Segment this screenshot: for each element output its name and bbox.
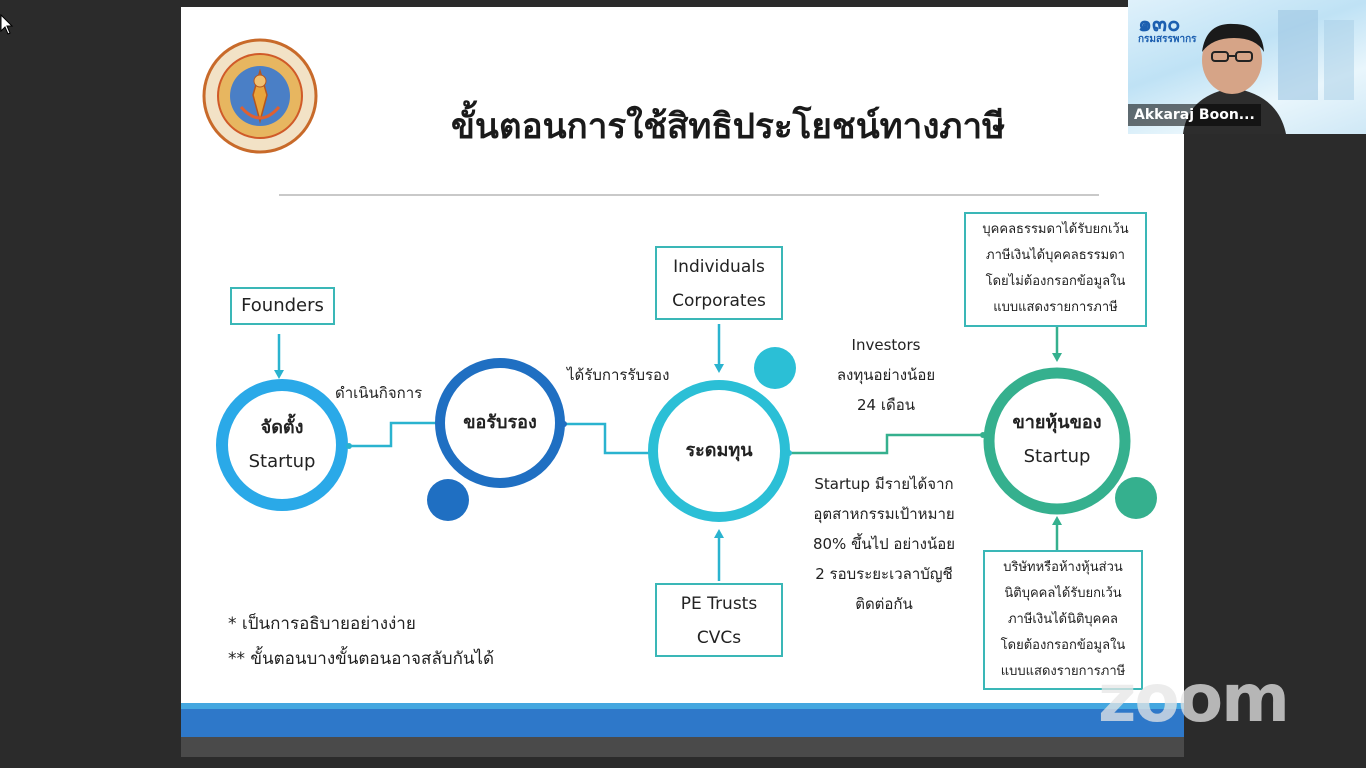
slide-title: ขั้นตอนการใช้สิทธิประโยชน์ทางภาษี bbox=[451, 107, 1006, 147]
node-setup: จัดตั้ง Startup bbox=[222, 411, 342, 479]
investors-top-line2: Corporates bbox=[672, 291, 766, 311]
label-revenue-line3: 80% ขึ้นไป อย่างน้อย bbox=[812, 535, 956, 553]
org-mark: ๑๓๐ bbox=[1138, 12, 1181, 37]
investors-bottom-line2: CVCs bbox=[696, 628, 742, 648]
corporate-exempt-box: บริษัทหรือห้างหุ้นส่วน นิติบุคคลได้รับยก… bbox=[983, 550, 1143, 690]
node-certify: ขอรับรอง bbox=[463, 412, 537, 433]
org-name: กรมสรรพากร bbox=[1138, 34, 1197, 45]
label-investors-line2: ลงทุนอย่างน้อย bbox=[836, 366, 936, 384]
individual-exempt-line3: โดยไม่ต้องกรอกข้อมูลใน bbox=[985, 274, 1126, 289]
label-revenue-line5: ติดต่อกัน bbox=[855, 595, 913, 613]
node-setup-line2: Startup bbox=[248, 451, 316, 472]
label-revenue: Startup มีรายได้จาก อุตสาหกรรมเป้าหมาย 8… bbox=[799, 469, 969, 619]
participant-video-tile[interactable]: ๑๓๐ กรมสรรพากร Akkaraj Boon... bbox=[1128, 0, 1366, 134]
label-certified: ได้รับการรับรอง bbox=[567, 366, 670, 384]
decor-dot-teal bbox=[1115, 477, 1157, 519]
investors-bottom-line1: PE Trusts bbox=[680, 594, 758, 614]
label-revenue-line4: 2 รอบระยะเวลาบัญชี bbox=[815, 565, 953, 583]
label-investors: Investors ลงทุนอย่างน้อย 24 เดือน bbox=[821, 330, 951, 420]
label-revenue-line2: อุตสาหกรรมเป้าหมาย bbox=[813, 505, 955, 523]
label-revenue-line1: Startup มีรายได้จาก bbox=[814, 475, 954, 493]
connector-setup-certify bbox=[349, 421, 436, 448]
node-sell-circle bbox=[983, 367, 1131, 515]
decor-dot-blue bbox=[427, 479, 469, 521]
individual-exempt-line1: บุคคลธรรมดาได้รับยกเว้น bbox=[982, 222, 1129, 237]
connector-raise-sell bbox=[789, 433, 983, 455]
zoom-watermark: zoom bbox=[1098, 660, 1290, 737]
mouse-cursor bbox=[0, 14, 14, 35]
corporate-exempt-line3: ภาษีเงินได้นิติบุคคล bbox=[1007, 612, 1119, 627]
investors-top-line1: Individuals bbox=[673, 257, 765, 277]
connector-certify-raise bbox=[564, 422, 649, 455]
node-sell-line2: Startup bbox=[1023, 446, 1091, 467]
participant-name: Akkaraj Boon... bbox=[1128, 104, 1261, 126]
founders-label: Founders bbox=[241, 295, 324, 316]
individual-exempt-box: บุคคลธรรมดาได้รับยกเว้น ภาษีเงินได้บุคคล… bbox=[964, 212, 1147, 327]
slide-footer-bar bbox=[181, 703, 1184, 737]
investors-bottom-box: PE Trusts CVCs bbox=[655, 583, 783, 657]
node-sell-line1: ขายหุ้นของ bbox=[1012, 412, 1102, 433]
presentation-slide: ขั้นตอนการใช้สิทธิประโยชน์ทางภาษี bbox=[181, 7, 1184, 757]
corporate-exempt-line4: โดยต้องกรอกข้อมูลใน bbox=[1000, 638, 1126, 653]
investors-top-box: Individuals Corporates bbox=[655, 246, 783, 320]
corporate-exempt-line1: บริษัทหรือห้างหุ้นส่วน bbox=[1003, 560, 1123, 575]
node-certify-circle bbox=[435, 358, 565, 488]
node-raise: ระดมทุน bbox=[685, 440, 753, 461]
decor-dot-cyan bbox=[754, 347, 796, 389]
node-setup-line1: จัดตั้ง bbox=[260, 417, 304, 438]
individual-exempt-line4: แบบแสดงรายการภาษี bbox=[993, 300, 1118, 315]
founders-box: Founders bbox=[230, 287, 335, 325]
node-raise-circle bbox=[648, 380, 790, 522]
label-investors-line1: Investors bbox=[851, 336, 921, 354]
node-sell: ขายหุ้นของ Startup bbox=[997, 406, 1117, 474]
slide-bottom-strip bbox=[181, 737, 1184, 757]
individual-exempt-line2: ภาษีเงินได้บุคคลธรรมดา bbox=[986, 248, 1125, 263]
corporate-exempt-line5: แบบแสดงรายการภาษี bbox=[1000, 664, 1126, 679]
node-setup-circle bbox=[216, 379, 348, 511]
label-investors-line3: 24 เดือน bbox=[857, 396, 915, 414]
footnote-1: * เป็นการอธิบายอย่างง่าย bbox=[228, 614, 416, 634]
flow-diagram bbox=[216, 324, 1157, 581]
title-divider bbox=[279, 194, 1099, 196]
revenue-department-logo bbox=[201, 37, 319, 159]
label-operate: ดำเนินกิจการ bbox=[335, 384, 423, 402]
footnote-2: ** ขั้นตอนบางขั้นตอนอาจสลับกันได้ bbox=[228, 649, 495, 669]
corporate-exempt-line2: นิติบุคคลได้รับยกเว้น bbox=[1004, 586, 1122, 601]
